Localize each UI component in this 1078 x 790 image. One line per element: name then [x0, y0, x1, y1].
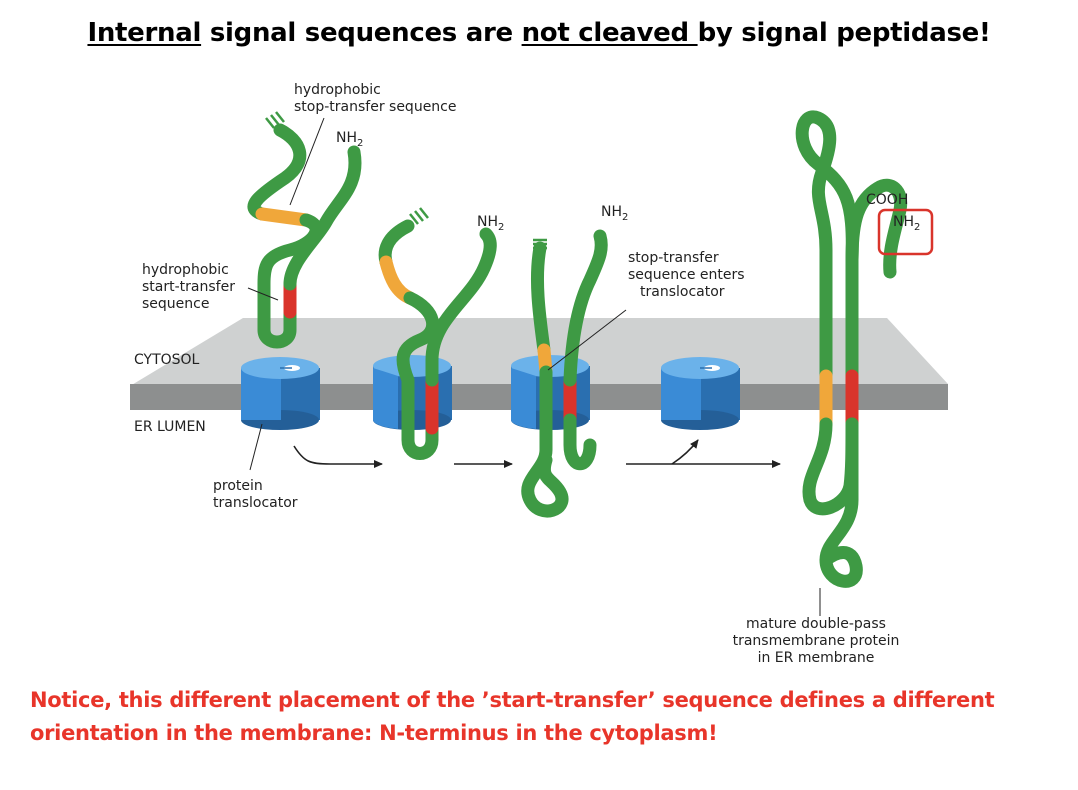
label-enters-1: stop-transfer [628, 250, 719, 266]
translocator-1 [241, 357, 320, 430]
cooh-label: COOH [866, 192, 908, 208]
nh2-label-3: NH2 [601, 204, 628, 223]
label-stop-transfer-2: stop-transfer sequence [294, 99, 457, 115]
title-word-not-cleaved: not cleaved [521, 18, 698, 48]
label-start-transfer-2: start-transfer [142, 279, 235, 295]
arrow-branch [671, 439, 699, 465]
label-enters-2: sequence enters [628, 267, 745, 283]
stage-2-protein [378, 219, 497, 460]
leader-lines [247, 117, 821, 616]
label-stop-transfer-1: hydrophobic [294, 82, 381, 98]
stage-3-protein [521, 229, 608, 518]
svg-text:NH2: NH2 [336, 130, 363, 149]
label-mature-2: transmembrane protein [733, 633, 900, 649]
translocator-3-front [511, 368, 536, 429]
mature-protein [795, 110, 908, 588]
title-word-internal: Internal [87, 18, 202, 48]
label-er-lumen: ER LUMEN [134, 419, 206, 435]
label-translocator-1: protein [213, 478, 263, 494]
nh2-highlight-box [877, 208, 934, 256]
label-mature-3: in ER membrane [758, 650, 875, 666]
title-segment: signal sequences are [201, 18, 522, 48]
label-translocator-2: translocator [213, 495, 298, 511]
stage-1-protein [247, 111, 362, 349]
svg-text:NH2: NH2 [893, 214, 920, 233]
svg-text:NH2: NH2 [477, 214, 504, 233]
label-enters-3: translocator [640, 284, 725, 300]
nh2-label-2: NH2 [477, 214, 504, 233]
svg-text:NH2: NH2 [601, 204, 628, 223]
label-start-transfer-3: sequence [142, 296, 209, 312]
label-mature-1: mature double-pass [746, 616, 886, 632]
translocator-4 [661, 357, 740, 430]
slide-title: Internal signal sequences are not cleave… [0, 18, 1078, 48]
label-cytosol: CYTOSOL [134, 352, 200, 368]
label-start-transfer-1: hydrophobic [142, 262, 229, 278]
process-arrows [293, 439, 781, 468]
nh2-label-1: NH2 [336, 130, 363, 149]
translocator-2-front [373, 368, 398, 429]
arrow-step-1 [293, 445, 383, 468]
nh2-label-mature: NH2 [893, 214, 920, 233]
title-segment-end: by signal peptidase! [697, 18, 991, 48]
orientation-note: Notice, this different placement of the … [30, 688, 995, 745]
